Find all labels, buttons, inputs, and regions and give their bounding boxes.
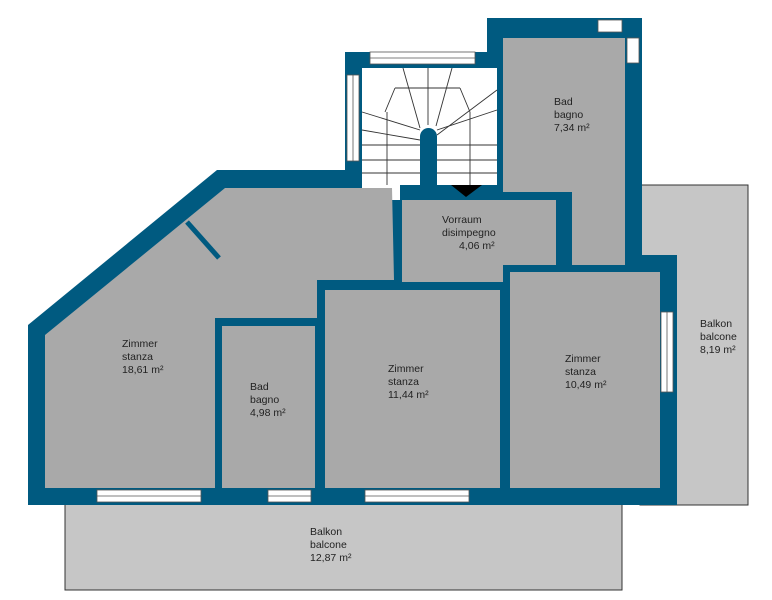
svg-text:disimpegno: disimpegno [442,227,496,239]
svg-text:balcone: balcone [700,331,737,343]
room-zimmer-2[interactable] [325,290,500,488]
svg-text:Zimmer: Zimmer [565,353,601,365]
svg-text:Bad: Bad [554,96,573,108]
windows [96,19,674,503]
svg-text:stanza: stanza [122,351,153,363]
svg-text:11,44 m²: 11,44 m² [388,389,429,401]
svg-text:Vorraum: Vorraum [442,214,482,226]
svg-text:Zimmer: Zimmer [388,363,424,375]
svg-text:balcone: balcone [310,539,347,551]
svg-text:8,19 m²: 8,19 m² [700,344,736,356]
label-vorraum: Vorraum disimpegno 4,06 m² [442,214,496,252]
svg-text:Balkon: Balkon [310,526,342,538]
room-bad-2[interactable] [503,38,625,265]
svg-text:10,49 m²: 10,49 m² [565,379,607,391]
svg-text:12,87 m²: 12,87 m² [310,552,352,564]
door-swing [185,220,221,260]
svg-text:stanza: stanza [565,366,596,378]
label-balkon-1: Balkon balcone 8,19 m² [700,318,737,356]
label-bad-2: Bad bagno 7,34 m² [554,96,590,134]
staircase[interactable] [361,67,498,200]
stair-direction-arrow-icon [451,185,482,197]
label-zimmer-3: Zimmer stanza 10,49 m² [565,353,607,391]
svg-text:Balkon: Balkon [700,318,732,330]
svg-text:4,06 m²: 4,06 m² [459,240,495,252]
room-vorraum[interactable] [402,200,556,282]
svg-text:4,98 m²: 4,98 m² [250,407,286,419]
label-zimmer-2: Zimmer stanza 11,44 m² [388,363,429,401]
label-zimmer-1: Zimmer stanza 18,61 m² [122,338,164,376]
svg-text:Zimmer: Zimmer [122,338,158,350]
label-bad-1: Bad bagno 4,98 m² [250,381,286,419]
stair-newel [420,128,437,200]
room-zimmer-3[interactable] [510,272,660,488]
svg-text:Bad: Bad [250,381,269,393]
room-bad-1[interactable] [222,326,315,488]
svg-text:bagno: bagno [554,109,583,121]
svg-text:bagno: bagno [250,394,279,406]
svg-text:18,61 m²: 18,61 m² [122,364,164,376]
svg-text:7,34 m²: 7,34 m² [554,122,590,134]
room-zimmer-1[interactable] [45,188,394,488]
balcony-bottom[interactable] [64,502,623,591]
svg-text:stanza: stanza [388,376,419,388]
label-balkon-2: Balkon balcone 12,87 m² [310,526,352,564]
